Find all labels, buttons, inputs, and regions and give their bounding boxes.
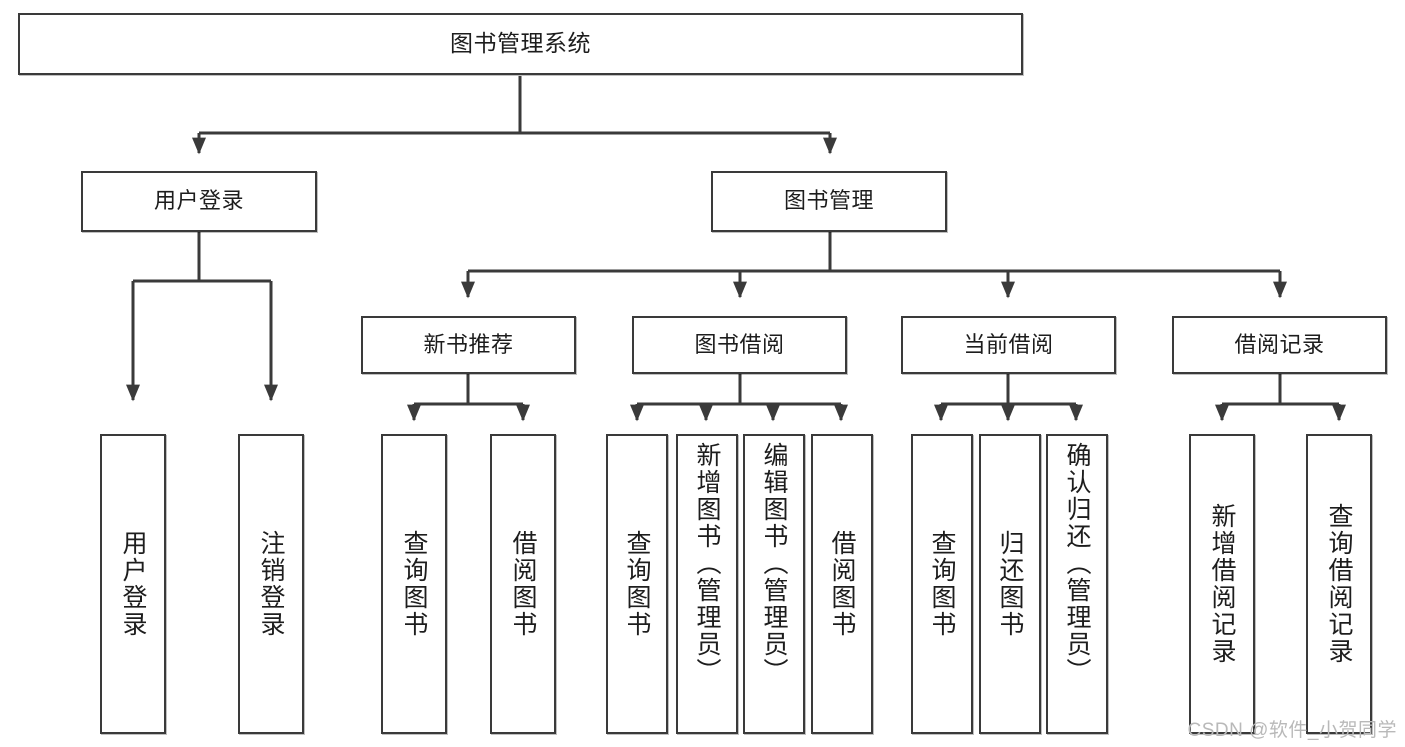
node-label: 新增借阅记录 — [1208, 503, 1236, 665]
node-borrow-record[interactable]: 借阅记录 — [1172, 316, 1387, 374]
node-book-borrow[interactable]: 图书借阅 — [632, 316, 847, 374]
node-label: 确认归还（管理员） — [1063, 442, 1091, 685]
node-leaf-query-borrow-record[interactable]: 查询借阅记录 — [1306, 434, 1372, 734]
node-new-book-recommend[interactable]: 新书推荐 — [361, 316, 576, 374]
node-label: 查询图书 — [623, 530, 651, 638]
node-label: 新书推荐 — [423, 331, 514, 357]
csdn-watermark: CSDN @软件_小贺同学 — [1187, 720, 1397, 741]
node-label: 借阅图书 — [509, 530, 537, 638]
node-label: 用户登录 — [153, 188, 244, 214]
node-label: 编辑图书（管理员） — [760, 442, 788, 685]
node-label: 图书管理系统 — [450, 30, 591, 57]
node-leaf-add-borrow-record[interactable]: 新增借阅记录 — [1189, 434, 1255, 734]
node-leaf-add-book[interactable]: 新增图书（管理员） — [676, 434, 738, 734]
node-label: 注销登录 — [257, 530, 285, 638]
node-leaf-confirm-return[interactable]: 确认归还（管理员） — [1046, 434, 1108, 734]
node-user-login[interactable]: 用户登录 — [81, 171, 317, 232]
node-label: 图书管理 — [783, 188, 874, 214]
node-label: 查询图书 — [400, 530, 428, 638]
node-leaf-user-login[interactable]: 用户登录 — [100, 434, 166, 734]
node-leaf-borrow-book-2[interactable]: 借阅图书 — [811, 434, 873, 734]
node-leaf-edit-book[interactable]: 编辑图书（管理员） — [743, 434, 805, 734]
node-label: 借阅图书 — [828, 530, 856, 638]
node-label: 当前借阅 — [963, 331, 1054, 357]
node-leaf-query-book-1[interactable]: 查询图书 — [381, 434, 447, 734]
node-label: 用户登录 — [119, 530, 147, 638]
node-current-borrow[interactable]: 当前借阅 — [901, 316, 1116, 374]
node-book-management[interactable]: 图书管理 — [711, 171, 947, 232]
node-leaf-user-logout[interactable]: 注销登录 — [238, 434, 304, 734]
node-label: 借阅记录 — [1234, 331, 1325, 357]
node-label: 查询图书 — [928, 530, 956, 638]
node-label: 归还图书 — [996, 530, 1024, 638]
node-leaf-query-book-3[interactable]: 查询图书 — [911, 434, 973, 734]
node-leaf-borrow-book-1[interactable]: 借阅图书 — [490, 434, 556, 734]
node-leaf-query-book-2[interactable]: 查询图书 — [606, 434, 668, 734]
node-label: 新增图书（管理员） — [693, 442, 721, 685]
node-label: 查询借阅记录 — [1325, 503, 1353, 665]
node-leaf-return-book[interactable]: 归还图书 — [979, 434, 1041, 734]
node-book-management-system[interactable]: 图书管理系统 — [18, 13, 1023, 75]
node-label: 图书借阅 — [694, 331, 785, 357]
